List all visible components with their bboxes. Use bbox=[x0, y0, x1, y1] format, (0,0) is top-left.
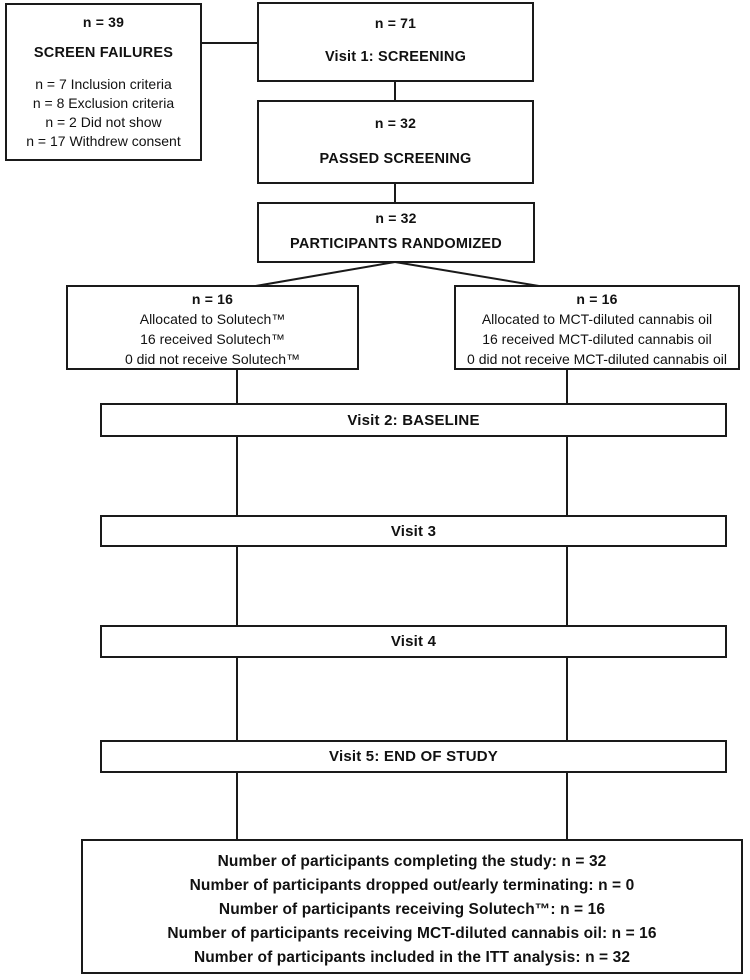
screen-failures-box: n = 39 SCREEN FAILURES n = 7 Inclusion c… bbox=[5, 3, 202, 161]
visit4-label: Visit 4 bbox=[390, 633, 437, 650]
summary-line: Number of participants receiving Solutec… bbox=[218, 901, 606, 918]
visit5-end-of-study-bar: Visit 5: END OF STUDY bbox=[100, 740, 727, 773]
summary-line: Number of participants dropped out/early… bbox=[189, 877, 635, 894]
visit3-label: Visit 3 bbox=[390, 522, 437, 540]
randomized-title: PARTICIPANTS RANDOMIZED bbox=[290, 236, 502, 252]
visit1-title: Visit 1: SCREENING bbox=[324, 49, 467, 65]
arm-solutech-count: n = 16 bbox=[191, 291, 234, 307]
arm-mct-count: n = 16 bbox=[576, 291, 618, 307]
arm-solutech-box: n = 16 Allocated to Solutech™ 16 receive… bbox=[66, 285, 359, 370]
screen-failure-reason: n = 2 Did not show bbox=[45, 114, 162, 130]
visit3-bar: Visit 3 bbox=[100, 515, 727, 547]
visit4-bar: Visit 4 bbox=[100, 625, 727, 658]
arm-solutech-line: Allocated to Solutech™ bbox=[139, 311, 286, 327]
screen-failures-title: SCREEN FAILURES bbox=[33, 45, 174, 61]
arm-solutech-line: 0 did not receive Solutech™ bbox=[124, 351, 301, 367]
visit2-label: Visit 2: BASELINE bbox=[347, 411, 480, 429]
visit1-count: n = 71 bbox=[374, 15, 417, 31]
passed-screening-title: PASSED SCREENING bbox=[319, 151, 472, 167]
screen-failure-reason: n = 7 Inclusion criteria bbox=[35, 76, 172, 92]
passed-screening-count: n = 32 bbox=[374, 115, 417, 131]
screen-failures-count: n = 39 bbox=[82, 14, 125, 30]
screen-failures-reasons: n = 7 Inclusion criteria n = 8 Exclusion… bbox=[26, 75, 180, 151]
connector-diagonal-left bbox=[249, 261, 396, 288]
randomized-count: n = 32 bbox=[375, 210, 417, 226]
arm-mct-line: Allocated to MCT-diluted cannabis oil bbox=[481, 311, 713, 327]
screen-failure-reason: n = 8 Exclusion criteria bbox=[32, 95, 175, 111]
arm-mct-line: 16 received MCT-diluted cannabis oil bbox=[482, 331, 712, 347]
visit2-baseline-bar: Visit 2: BASELINE bbox=[100, 403, 727, 437]
screen-failure-reason: n = 17 Withdrew consent bbox=[26, 133, 181, 149]
passed-screening-box: n = 32 PASSED SCREENING bbox=[257, 100, 534, 184]
summary-line: Number of participants completing the st… bbox=[217, 853, 607, 870]
summary-line: Number of participants included in the I… bbox=[193, 949, 631, 966]
arm-mct-box: n = 16 Allocated to MCT-diluted cannabis… bbox=[454, 285, 740, 370]
visit5-label: Visit 5: END OF STUDY bbox=[329, 748, 498, 765]
visit1-screening-box: n = 71 Visit 1: SCREENING bbox=[257, 2, 534, 82]
participants-randomized-box: n = 32 PARTICIPANTS RANDOMIZED bbox=[257, 202, 535, 263]
arm-solutech-line: 16 received Solutech™ bbox=[140, 331, 285, 347]
connector-diagonal-right bbox=[394, 261, 546, 288]
arm-mct-line: 0 did not receive MCT-diluted cannabis o… bbox=[467, 351, 727, 367]
study-summary-box: Number of participants completing the st… bbox=[81, 839, 743, 974]
summary-line: Number of participants receiving MCT-dil… bbox=[167, 925, 657, 942]
